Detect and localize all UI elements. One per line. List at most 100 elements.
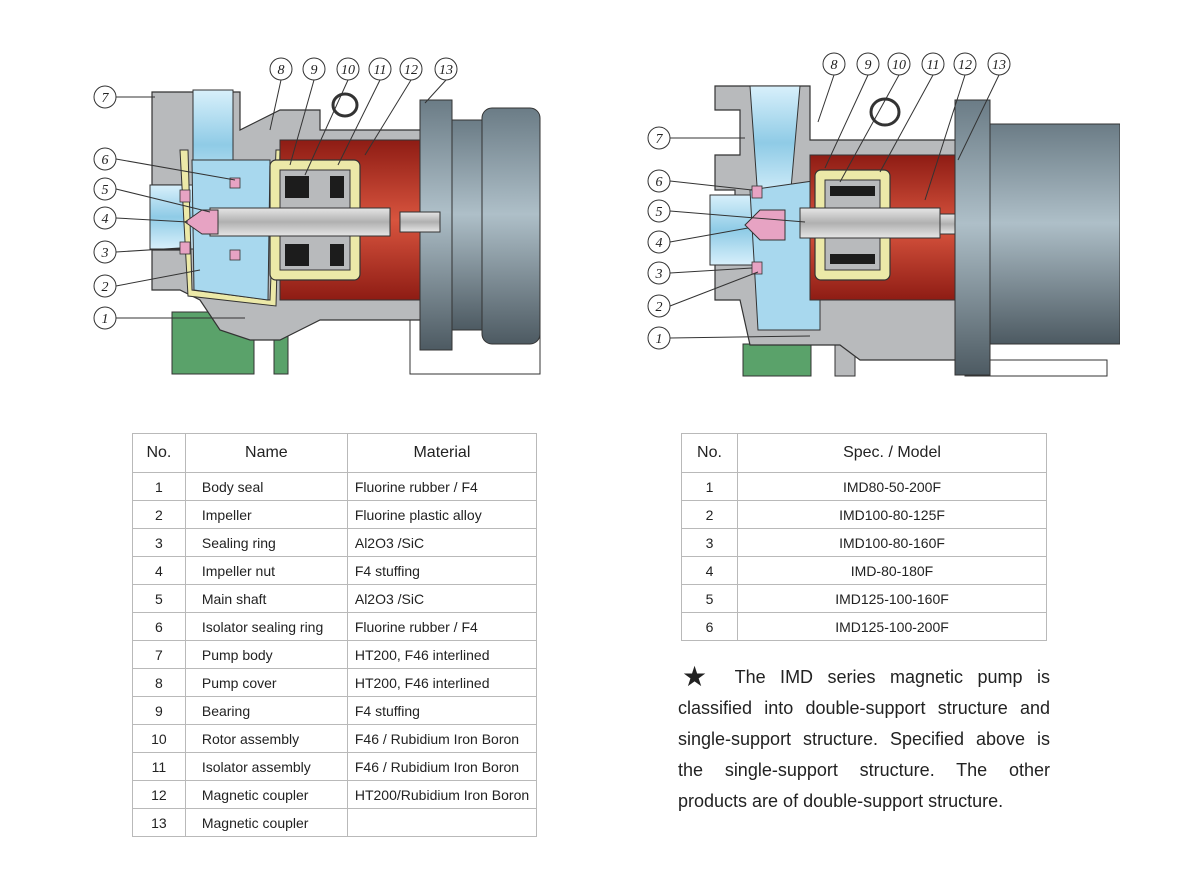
cell-name: Pump cover [184, 668, 348, 697]
cell-material: F46 / Rubidium Iron Boron [346, 752, 538, 781]
svg-text:9: 9 [865, 58, 872, 73]
svg-text:13: 13 [439, 63, 453, 78]
table-header-row: No. Name Material [132, 433, 538, 473]
cell-no: 4 [681, 556, 738, 585]
table-header-row: No. Spec. / Model [681, 433, 1047, 473]
svg-text:5: 5 [102, 183, 109, 198]
sealing-ring [179, 241, 191, 255]
column-header-material: Material [346, 433, 538, 473]
svg-text:1: 1 [102, 312, 109, 327]
cell-no: 6 [132, 612, 186, 641]
svg-text:13: 13 [992, 58, 1006, 73]
svg-text:2: 2 [656, 300, 663, 315]
cell-no: 13 [132, 808, 186, 837]
structure-note: ★The IMD series magnetic pump is classif… [678, 661, 1050, 817]
callout-7: 7 [647, 126, 745, 150]
cell-no: 12 [132, 780, 186, 809]
cell-no: 1 [132, 472, 186, 501]
pump-cross-section-right: 1 2 3 4 5 6 7 8 9 10 11 12 13 [640, 0, 1121, 400]
motor-body [989, 123, 1121, 345]
cell-model: IMD125-100-200F [737, 612, 1047, 641]
column-header-no: No. [681, 433, 738, 473]
svg-text:8: 8 [831, 58, 838, 73]
callout-11: 11 [337, 57, 392, 166]
cell-no: 7 [132, 640, 186, 669]
cell-material: Al2O3 /SiC [346, 528, 538, 557]
motor-flange [954, 99, 991, 376]
cell-material [346, 808, 538, 837]
motor-body [481, 107, 541, 345]
impeller-nut [184, 209, 219, 235]
cell-model: IMD-80-180F [737, 556, 1047, 585]
callout-10: 10 [304, 57, 360, 176]
callout-5: 5 [647, 199, 806, 223]
cell-name: Rotor assembly [184, 724, 348, 753]
cell-name: Isolator sealing ring [184, 612, 348, 641]
svg-text:10: 10 [341, 63, 355, 78]
cell-name: Isolator assembly [184, 752, 348, 781]
cell-material: Fluorine plastic alloy [346, 500, 538, 529]
callout-3: 3 [93, 240, 181, 264]
motor-flange-inner [451, 119, 483, 331]
pump-cross-section-left-drawing: 1 2 3 4 5 6 7 8 9 10 11 12 13 [93, 57, 541, 375]
magnet-block [285, 244, 309, 266]
callout-9: 9 [289, 57, 326, 166]
cell-no: 6 [681, 612, 738, 641]
cell-no: 5 [132, 584, 186, 613]
star-icon: ★ [682, 661, 717, 692]
cell-material: F4 stuffing [346, 556, 538, 585]
cell-no: 3 [132, 528, 186, 557]
magnet-block [330, 244, 344, 266]
callout-5: 5 [93, 177, 211, 213]
svg-text:4: 4 [656, 236, 663, 251]
cell-name: Magnetic coupler [184, 780, 348, 809]
svg-text:9: 9 [311, 63, 318, 78]
callout-6: 6 [93, 147, 236, 181]
pump-cross-section-left: 1 2 3 4 5 6 7 8 9 10 11 12 13 [80, 0, 560, 400]
callout-4: 4 [647, 227, 749, 254]
cell-no: 9 [132, 696, 186, 725]
callout-13: 13 [957, 52, 1011, 161]
cell-material: HT200, F46 interlined [346, 668, 538, 697]
cell-model: IMD100-80-125F [737, 500, 1047, 529]
svg-text:8: 8 [278, 63, 285, 78]
cell-no: 3 [681, 528, 738, 557]
cell-no: 2 [132, 500, 186, 529]
sealing-ring [751, 185, 763, 199]
cell-no: 11 [132, 752, 186, 781]
cell-material: Fluorine rubber / F4 [346, 472, 538, 501]
cell-material: Al2O3 /SiC [346, 584, 538, 613]
magnet-block [830, 186, 875, 196]
cell-no: 2 [681, 500, 738, 529]
svg-text:11: 11 [927, 58, 940, 73]
svg-text:5: 5 [656, 205, 663, 220]
svg-text:4: 4 [102, 212, 109, 227]
sealing-ring [179, 189, 191, 203]
svg-text:3: 3 [655, 267, 663, 282]
cell-no: 10 [132, 724, 186, 753]
column-header-no: No. [132, 433, 186, 473]
callout-12: 12 [364, 57, 423, 156]
svg-text:10: 10 [892, 58, 906, 73]
cell-material: HT200, F46 interlined [346, 640, 538, 669]
svg-text:1: 1 [656, 332, 663, 347]
callout-12: 12 [924, 52, 977, 201]
svg-text:7: 7 [656, 132, 664, 147]
callout-3: 3 [647, 261, 753, 285]
